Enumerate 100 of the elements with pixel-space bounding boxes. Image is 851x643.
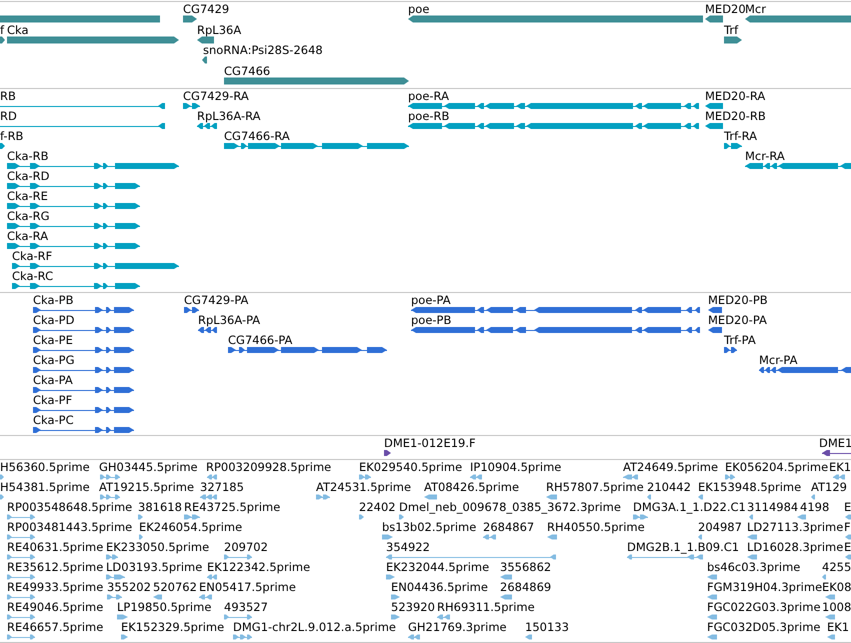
est-label: E <box>844 501 851 513</box>
protein-label: Trf-PA <box>724 334 756 346</box>
est-label: EK122342.5prime <box>207 561 310 573</box>
est-label: FGC032D05.3prime <box>707 621 820 633</box>
est-label: 354922 <box>386 541 430 553</box>
est-label: bs46c03.3prime <box>707 561 800 573</box>
clone-label: DME1 <box>819 437 851 449</box>
transcript-label: f-RB <box>0 130 24 142</box>
transcript-label: Cka-RD <box>7 170 50 182</box>
est-label: E <box>844 541 851 553</box>
protein-label: Cka-PG <box>33 354 75 366</box>
est-label: H54381.5prime <box>0 481 90 493</box>
est-label: IP10904.5prime <box>470 461 562 473</box>
transcript-label: RB <box>0 90 16 102</box>
est-label: RE49933.5prime <box>7 581 104 593</box>
transcript-label: Cka-RF <box>12 250 52 262</box>
transcript-label: CG7429-RA <box>183 90 249 102</box>
est-label: Dmel_neb_009678_0385_3672.3prime <box>399 501 621 513</box>
gene-label: snoRNA:Psi28S-2648 <box>203 44 323 56</box>
est-label: EK1 <box>827 621 850 633</box>
transcript-label: CG7466-RA <box>224 130 290 142</box>
est-label: 2684869 <box>500 581 552 593</box>
protein-label: CG7466-PA <box>228 334 292 346</box>
transcript-label: RpL36A-RA <box>197 110 260 122</box>
gene-label: Mcr <box>745 3 766 15</box>
est-label: FGC022G03.3prime <box>707 601 821 613</box>
transcript-label: Cka-RB <box>7 150 49 162</box>
gene-label: Trf <box>724 24 738 36</box>
clone-label: DME1-012E19.F <box>384 437 476 449</box>
est-label: GH03445.5prime <box>99 461 198 473</box>
est-label: FGM319H04.3prime <box>707 581 822 593</box>
est-label: 22402 <box>359 501 396 513</box>
est-label: EN04436.5prime <box>391 581 488 593</box>
est-label: RP003481443.5prime <box>7 521 132 533</box>
est-label: LD16028.3prime <box>747 541 844 553</box>
est-label: EK152329.5prime <box>121 621 224 633</box>
est-label: GH21769.3prime <box>408 621 507 633</box>
protein-label: Cka-PA <box>33 374 73 386</box>
est-label: 520762 <box>153 581 197 593</box>
est-label: EK153948.5prime <box>698 481 802 493</box>
est-label: RE35612.5prime <box>7 561 104 573</box>
est-label: EK08 <box>822 581 851 593</box>
est-label: H56360.5prime <box>0 461 90 473</box>
est-label: 3114984 <box>747 501 798 513</box>
est-label: EK056204.5prime <box>725 461 828 473</box>
transcript-label: Cka-RC <box>12 270 54 282</box>
est-label: AT129 <box>811 481 847 493</box>
est-label: 210442 <box>647 481 691 493</box>
est-label: DMG2B.1_1.B09.C1 <box>627 541 740 553</box>
est-label: RE49046.5prime <box>7 601 104 613</box>
transcript-label: Cka-RE <box>7 190 48 202</box>
protein-label: Cka-PE <box>33 334 73 346</box>
est-label: RE46657.5prime <box>7 621 104 633</box>
est-label: 2684867 <box>483 521 534 533</box>
transcript-label: poe-RA <box>408 90 449 102</box>
protein-label: Mcr-PA <box>759 354 798 366</box>
est-label: 355202 <box>107 581 151 593</box>
est-label: LP19850.5prime <box>117 601 212 613</box>
est-label: LD27113.3prime <box>747 521 844 533</box>
gene-label: CG7429 <box>183 3 230 15</box>
est-label: bs13b02.5prime <box>382 521 476 533</box>
est-label: 150133 <box>525 621 569 633</box>
est-label: 1008 <box>822 601 851 613</box>
protein-label: MED20-PB <box>708 294 768 306</box>
transcript-label: Cka-RG <box>7 210 50 222</box>
protein-label: Cka-PB <box>33 294 74 306</box>
est-label: DMG1-chr2L.9.012.a.5prime <box>233 621 396 633</box>
est-label: 204987 <box>698 521 742 533</box>
est-label: EK246054.5prime <box>139 521 242 533</box>
est-label: EK232044.5prime <box>386 561 490 573</box>
est-label: RE43725.5prime <box>184 501 280 513</box>
protein-label: poe-PA <box>411 294 451 306</box>
protein-label: CG7429-PA <box>184 294 248 306</box>
est-label: EK233050.5prime <box>106 541 210 553</box>
protein-label: RpL36A-PA <box>198 314 260 326</box>
est-label: EK029540.5prime <box>359 461 462 473</box>
est-label: DMG3A.1_1.D22.C1 <box>633 501 746 513</box>
est-label: AT24649.5prime <box>623 461 718 473</box>
transcript-label: Cka-RA <box>7 230 48 242</box>
est-label: 4198 <box>800 501 830 513</box>
protein-label: Cka-PC <box>33 414 74 426</box>
est-label: AT19215.5prime <box>99 481 194 493</box>
gene-label: f <box>0 24 4 36</box>
protein-label: MED20-PA <box>708 314 767 326</box>
transcript-label: poe-RB <box>408 110 450 122</box>
est-label: EN05417.5prime <box>199 581 296 593</box>
est-label: 4255 <box>822 561 851 573</box>
est-label: AT24531.5prime <box>316 481 412 493</box>
est-label: RP003548648.5prime <box>7 501 132 513</box>
transcript-label: Trf-RA <box>724 130 758 142</box>
est-label: RH69311.5prime <box>437 601 535 613</box>
gene-label: Cka <box>7 24 29 36</box>
est-label: 3556862 <box>500 561 552 573</box>
est-label: RH57807.5prime <box>546 481 644 493</box>
gene-label: CG7466 <box>224 65 270 77</box>
est-label: AT08426.5prime <box>424 481 520 493</box>
est-label: LD03193.5prime <box>106 561 202 573</box>
est-label: 523920 <box>391 601 435 613</box>
est-label: 493527 <box>224 601 268 613</box>
gene-label: MED20 <box>705 3 746 15</box>
